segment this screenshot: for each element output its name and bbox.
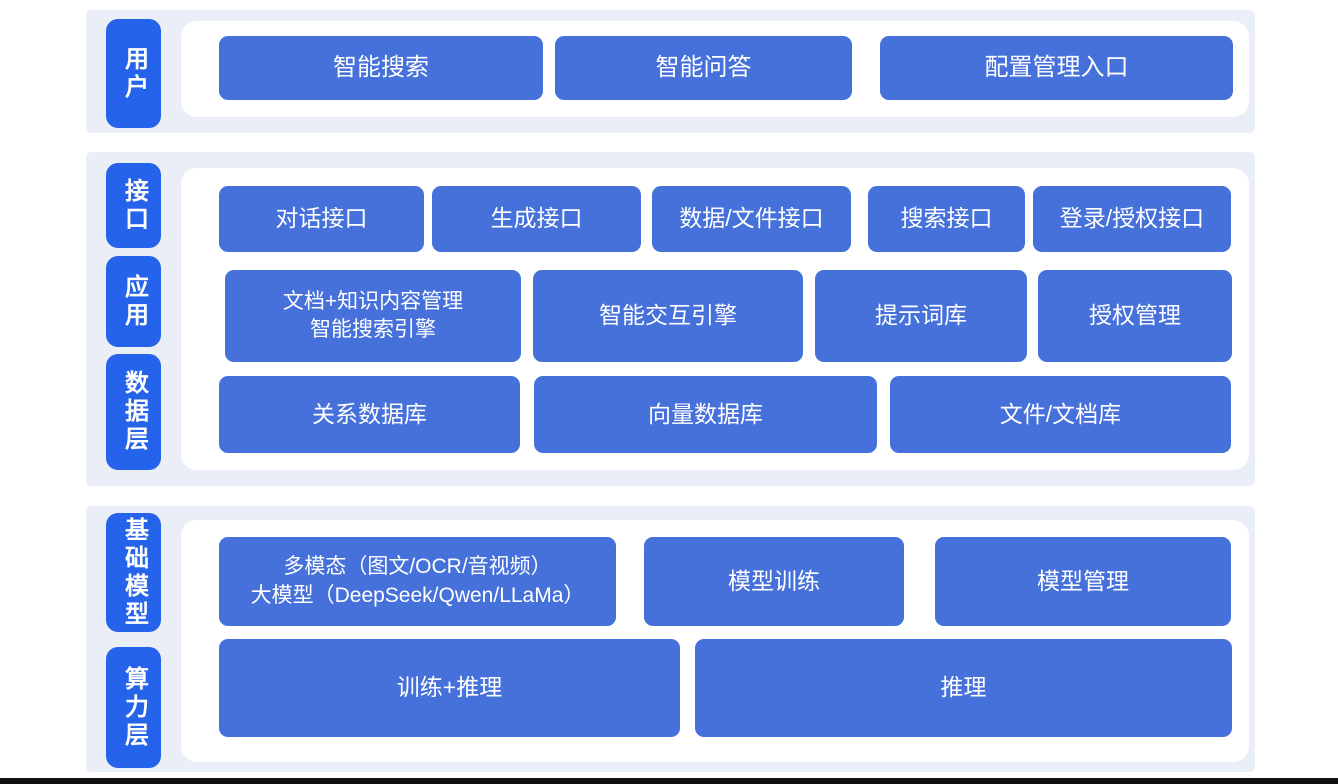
label-interface-layer: 接口 [106, 163, 161, 248]
block-smart-interaction-engine: 智能交互引擎 [533, 270, 803, 362]
block-generation-api: 生成接口 [432, 186, 641, 252]
block-smart-search: 智能搜索 [219, 36, 543, 100]
label-application-layer: 应用 [106, 256, 161, 347]
block-data-file-api: 数据/文件接口 [652, 186, 851, 252]
block-dialog-api: 对话接口 [219, 186, 424, 252]
block-relational-database: 关系数据库 [219, 376, 520, 453]
block-login-auth-api: 登录/授权接口 [1033, 186, 1231, 252]
label-foundation-model-layer: 基础模型 [106, 513, 161, 632]
label-data-layer: 数据层 [106, 354, 161, 470]
block-inference: 推理 [695, 639, 1232, 737]
block-doc-knowledge-search-engine: 文档+知识内容管理 智能搜索引擎 [225, 270, 521, 362]
block-search-api: 搜索接口 [868, 186, 1025, 252]
block-file-document-store: 文件/文档库 [890, 376, 1231, 453]
block-config-management-entry: 配置管理入口 [880, 36, 1233, 100]
block-model-training: 模型训练 [644, 537, 904, 626]
block-training-inference: 训练+推理 [219, 639, 680, 737]
block-auth-management: 授权管理 [1038, 270, 1232, 362]
label-compute-layer: 算力层 [106, 647, 161, 768]
block-vector-database: 向量数据库 [534, 376, 877, 453]
block-prompt-library: 提示词库 [815, 270, 1027, 362]
block-smart-qa: 智能问答 [555, 36, 852, 100]
block-model-management: 模型管理 [935, 537, 1231, 626]
label-user-layer: 用户 [106, 19, 161, 128]
bottom-edge-bar [0, 778, 1338, 784]
block-multimodal-llm: 多模态（图文/OCR/音视频） 大模型（DeepSeek/Qwen/LLaMa） [219, 537, 616, 626]
